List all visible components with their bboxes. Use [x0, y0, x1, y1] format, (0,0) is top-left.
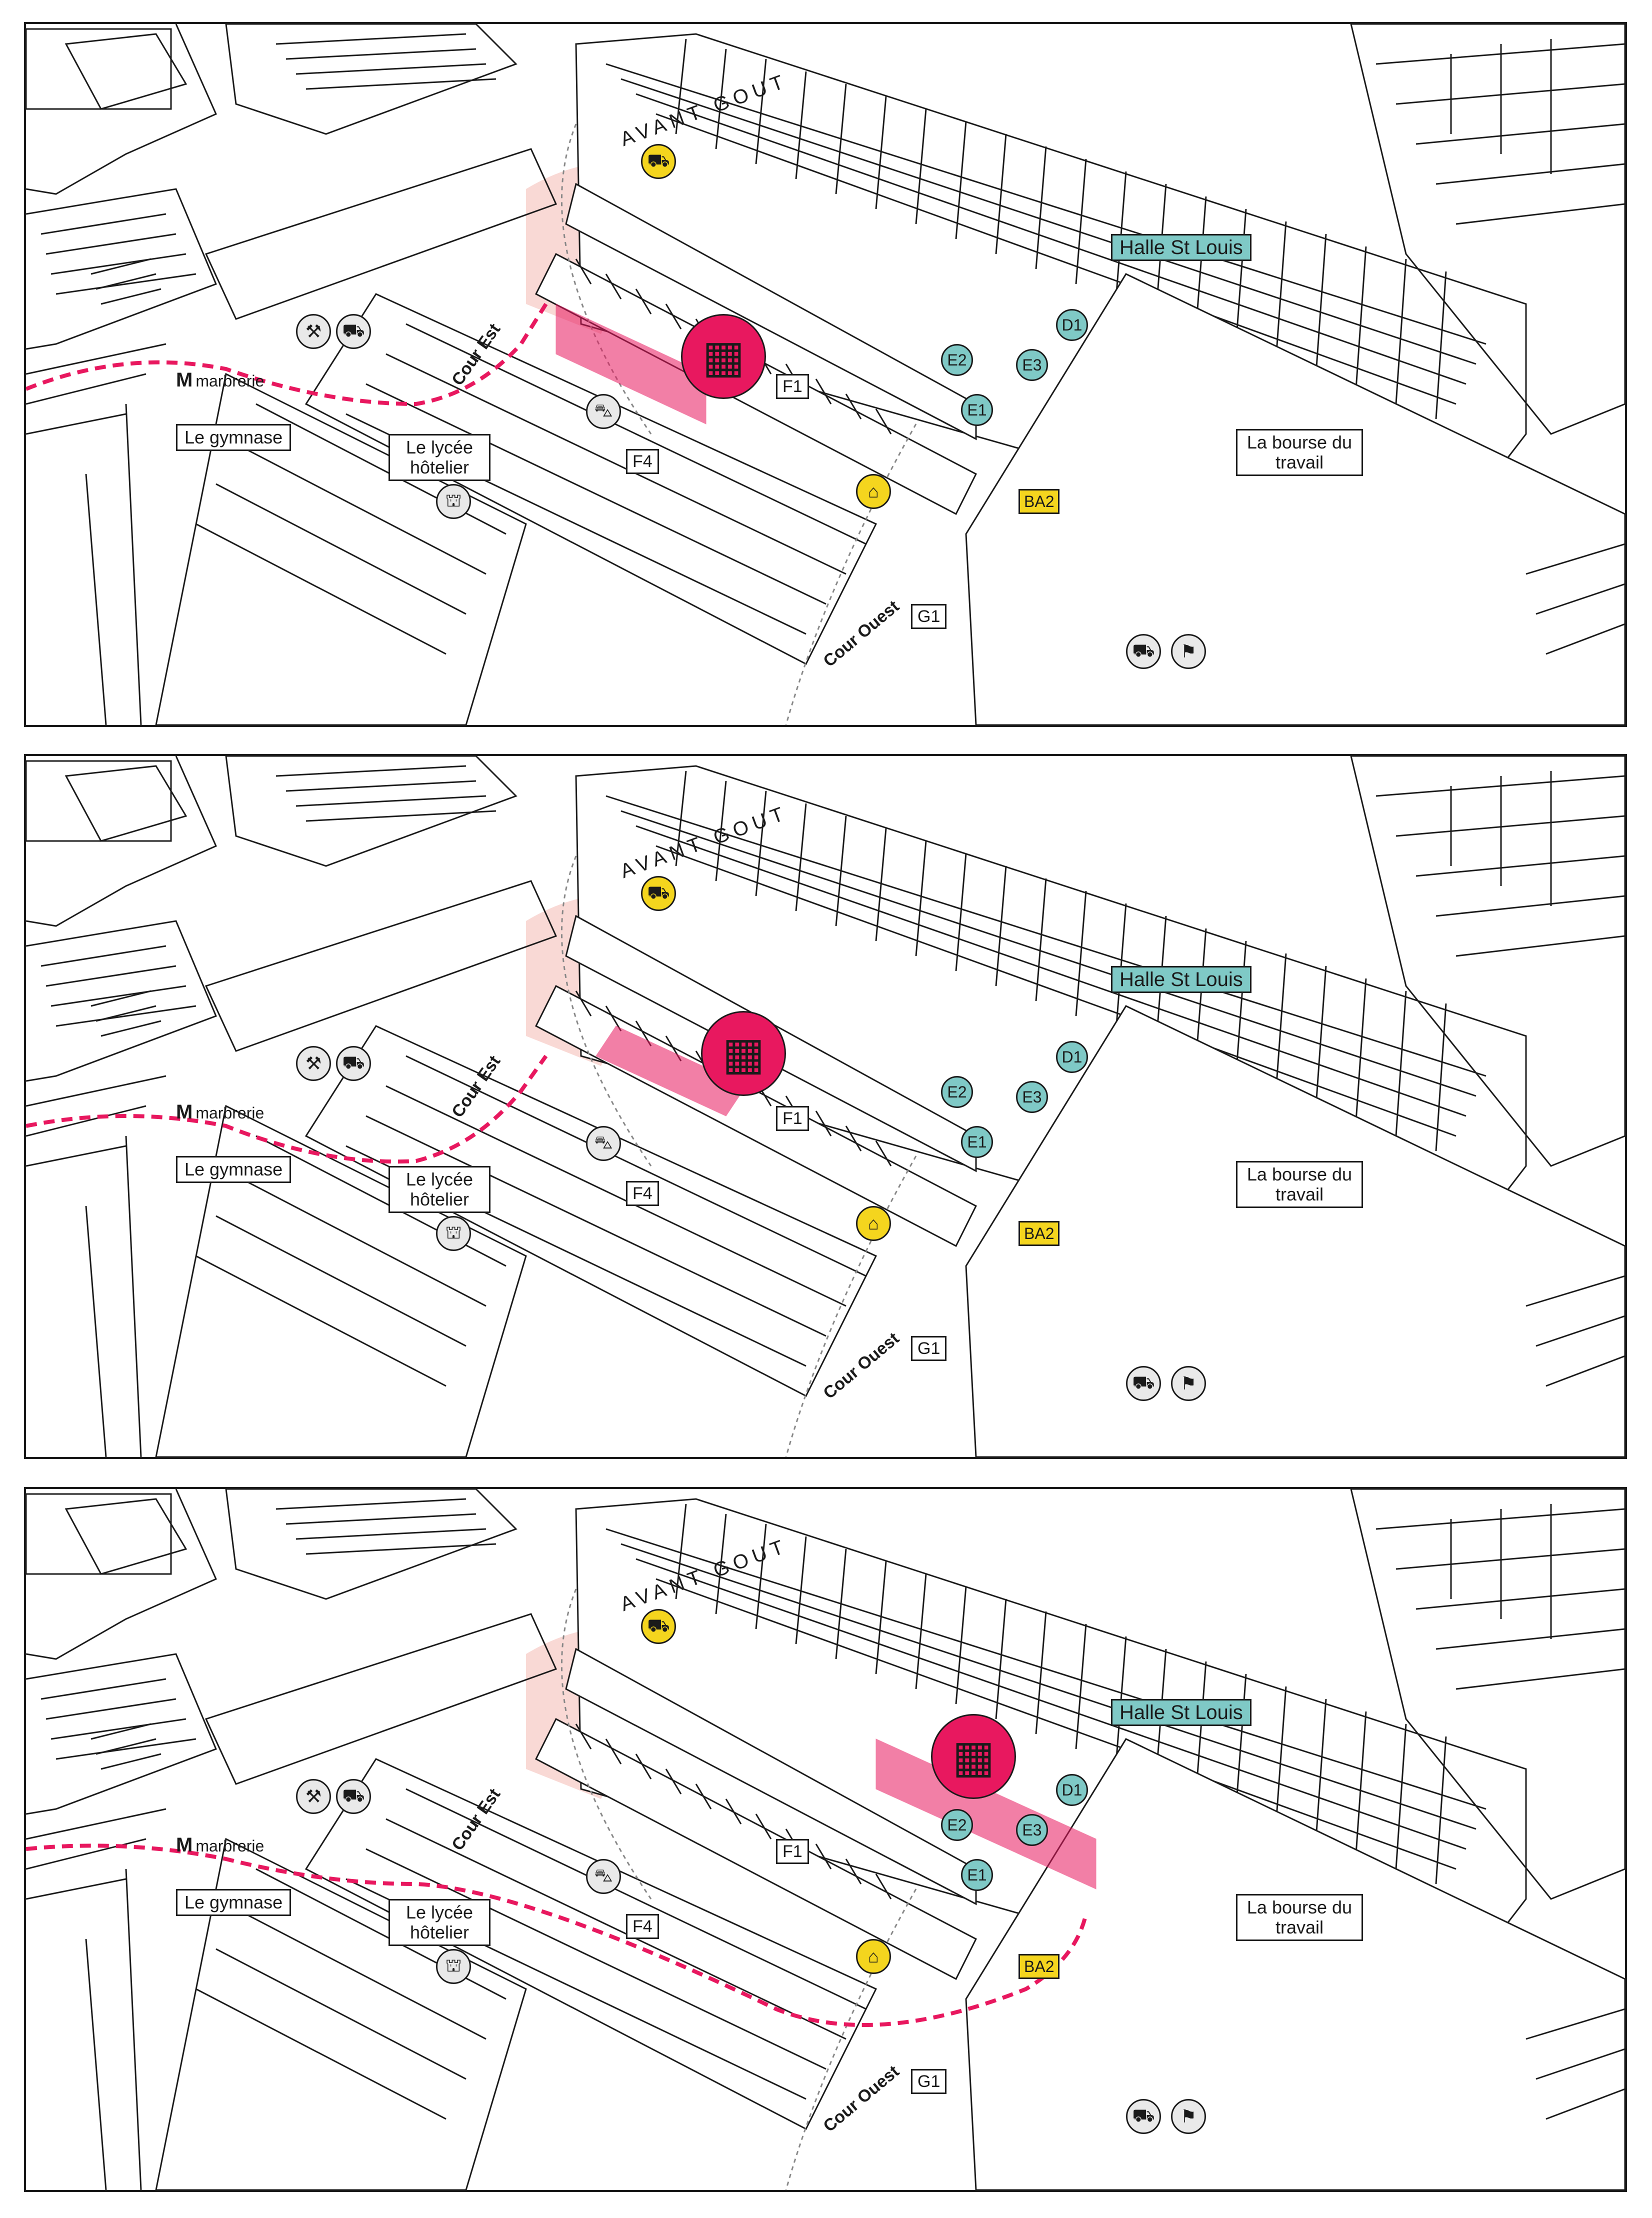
pedestrian-route — [26, 302, 548, 406]
f4-label: F4 — [626, 1914, 659, 1939]
city-parcels-left — [26, 756, 558, 1457]
wheelbarrow-icon: ⛟ — [336, 1046, 371, 1081]
city-parcels-right — [965, 756, 1625, 1457]
ba2-label: BA2 — [1018, 1221, 1060, 1246]
lycee-label: Le lycée hôtelier — [388, 1166, 490, 1213]
halle-st-louis-label: Halle St Louis — [1111, 966, 1252, 993]
f4-label: F4 — [626, 1181, 659, 1206]
car-icon: ⛍ — [586, 1859, 621, 1894]
house-plant-icon: ⌂ — [856, 1939, 891, 1974]
f1-label: F1 — [776, 1106, 809, 1131]
axonometric-map — [26, 756, 1625, 1457]
d1-tag: D1 — [1056, 1041, 1088, 1073]
bourse-label: La bourse du travail — [1236, 1894, 1363, 1941]
metro-station-label: marbrerie — [196, 1104, 264, 1122]
metro-station-label: marbrerie — [196, 372, 264, 390]
wheelbarrow-icon: ⛟ — [336, 314, 371, 349]
cloche-icon: ⛫ — [436, 484, 471, 519]
e2-tag: E2 — [941, 1076, 973, 1108]
f1-label: F1 — [776, 1839, 809, 1864]
wheelbarrow-icon: ⛟ — [1126, 2099, 1161, 2134]
house-plant-icon: ⌂ — [856, 474, 891, 509]
e2-tag: E2 — [941, 1809, 973, 1841]
map-panel-1: Halle St Louis La bourse du travail Le lyc… — [24, 22, 1627, 727]
sport-icon: ⚒ — [296, 1046, 331, 1081]
city-parcels-right — [965, 24, 1625, 725]
buildings-icon: ▦ — [701, 1011, 786, 1096]
halle-st-louis-label: Halle St Louis — [1111, 1699, 1252, 1726]
metro-icon: M — [176, 1101, 193, 1123]
market-cart-icon: ⛟ — [641, 876, 676, 911]
gymnase-label: Le gymnase — [176, 424, 292, 451]
lycee-label: Le lycée hôtelier — [388, 1899, 490, 1946]
car-icon: ⛍ — [586, 394, 621, 429]
bourse-label: La bourse du travail — [1236, 1161, 1363, 1208]
d1-tag: D1 — [1056, 309, 1088, 341]
cloche-icon: ⛫ — [436, 1949, 471, 1984]
wheelbarrow-icon: ⛟ — [336, 1779, 371, 1814]
wheelbarrow-icon: ⛟ — [1126, 1366, 1161, 1401]
pedestrian-route — [26, 1054, 548, 1164]
e1-tag: E1 — [961, 1126, 993, 1158]
ba2-label: BA2 — [1018, 489, 1060, 514]
g1-label: G1 — [911, 604, 947, 629]
e3-tag: E3 — [1016, 1814, 1048, 1846]
cloche-icon: ⛫ — [436, 1216, 471, 1251]
crane-icon: ⚑ — [1171, 2099, 1206, 2134]
e3-tag: E3 — [1016, 1081, 1048, 1113]
city-parcels-left — [26, 24, 558, 725]
lycee-label: Le lycée hôtelier — [388, 434, 490, 481]
ba2-label: BA2 — [1018, 1954, 1060, 1979]
sport-icon: ⚒ — [296, 314, 331, 349]
d1-tag: D1 — [1056, 1774, 1088, 1806]
sport-icon: ⚒ — [296, 1779, 331, 1814]
bourse-label: La bourse du travail — [1236, 429, 1363, 476]
f1-label: F1 — [776, 374, 809, 399]
highlighted-hall — [876, 1738, 1096, 1890]
e1-tag: E1 — [961, 394, 993, 426]
e3-tag: E3 — [1016, 349, 1048, 381]
market-cart-icon: ⛟ — [641, 1609, 676, 1644]
highlighted-hall — [556, 304, 706, 424]
crane-icon: ⚑ — [1171, 1366, 1206, 1401]
city-parcels-left — [26, 1489, 558, 2190]
pedestrian-route — [26, 1844, 1088, 2027]
map-panel-3: Halle St Louis La bourse du travail Le lyc… — [24, 1487, 1627, 2192]
crane-icon: ⚑ — [1171, 634, 1206, 669]
f4-label: F4 — [626, 449, 659, 474]
car-icon: ⛍ — [586, 1126, 621, 1161]
buildings-icon: ▦ — [681, 314, 766, 399]
wheelbarrow-icon: ⛟ — [1126, 634, 1161, 669]
buildings-icon: ▦ — [931, 1714, 1016, 1799]
metro-icon: M — [176, 369, 193, 391]
city-parcels-right — [965, 1489, 1625, 2190]
g1-label: G1 — [911, 2069, 947, 2094]
metro-icon: M — [176, 1834, 193, 1856]
g1-label: G1 — [911, 1336, 947, 1361]
axonometric-map — [26, 1489, 1625, 2190]
market-cart-icon: ⛟ — [641, 144, 676, 179]
e2-tag: E2 — [941, 344, 973, 376]
metro-station-label: marbrerie — [196, 1837, 264, 1855]
gymnase-label: Le gymnase — [176, 1889, 292, 1916]
map-panel-2: Halle St Louis La bourse du travail Le lyc… — [24, 754, 1627, 1459]
e1-tag: E1 — [961, 1859, 993, 1891]
axonometric-map — [26, 24, 1625, 725]
house-plant-icon: ⌂ — [856, 1206, 891, 1241]
halle-st-louis-label: Halle St Louis — [1111, 234, 1252, 261]
gymnase-label: Le gymnase — [176, 1156, 292, 1183]
